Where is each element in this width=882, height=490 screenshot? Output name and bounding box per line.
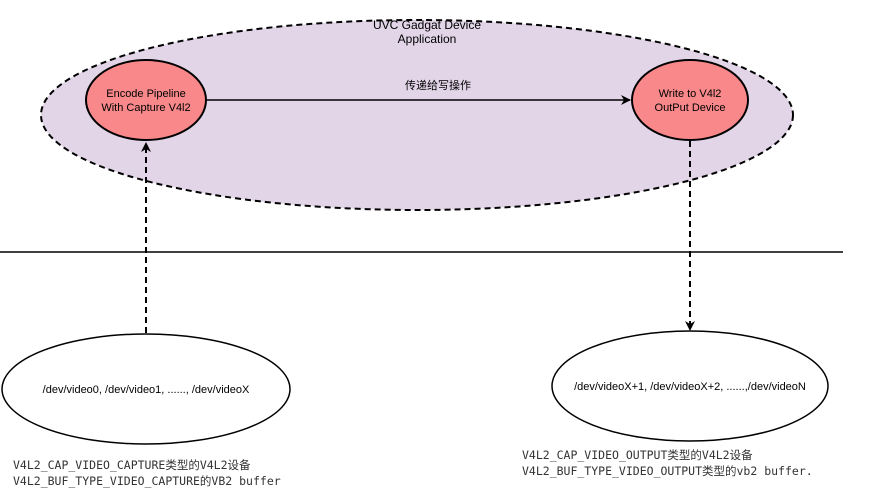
capture-note-line2: V4L2_BUF_TYPE_VIDEO_CAPTURE的VB2 buffer (13, 474, 281, 488)
capture-devices-node[interactable] (1, 333, 291, 445)
write-output-label-line1: Write to V4l2 (659, 88, 722, 100)
write-output-label-line2: OutPut Device (655, 102, 726, 114)
encode-pipeline-label-line2: With Capture V4l2 (101, 102, 190, 114)
encode-pipeline-node[interactable] (85, 59, 207, 141)
capture-devices-label: /dev/video0, /dev/video1, ......, /dev/v… (43, 384, 250, 396)
output-note-line2: V4L2_BUF_TYPE_VIDEO_OUTPUT类型的vb2 buffer. (522, 464, 813, 478)
output-devices-node[interactable] (551, 330, 829, 442)
output-note-line1: V4L2_CAP_VIDEO_OUTPUT类型的V4L2设备 (522, 448, 753, 462)
pass-arrow-label: 传递给写操作 (405, 78, 471, 92)
app-title-line2: Application (398, 32, 457, 46)
capture-note-line1: V4L2_CAP_VIDEO_CAPTURE类型的V4L2设备 (13, 458, 251, 472)
app-title-line1: UVC Gadgat Device (373, 18, 481, 32)
app-container[interactable] (40, 19, 794, 211)
encode-pipeline-label-line1: Encode Pipeline (106, 88, 186, 100)
output-devices-label: /dev/videoX+1, /dev/videoX+2, ......,/de… (574, 381, 806, 393)
write-output-node[interactable] (631, 59, 749, 141)
